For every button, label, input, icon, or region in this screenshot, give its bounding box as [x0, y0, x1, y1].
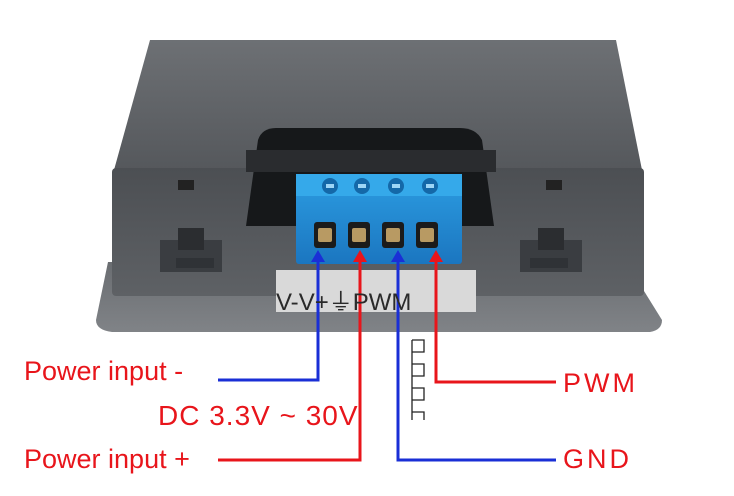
- terminal-plate-labels: V-V+⏚PWM: [276, 282, 476, 317]
- square-wave-icon: [411, 339, 425, 420]
- wire-gnd: [396, 258, 556, 462]
- terminal-label-plate: [276, 270, 476, 312]
- callout-power-input-minus: Power input -: [24, 356, 184, 386]
- wire-v-plus: [218, 258, 362, 462]
- ground-icon: ⏚: [328, 289, 353, 316]
- callout-gnd: GND: [563, 444, 632, 474]
- callout-pwm: PWM: [563, 368, 638, 398]
- plate-label-v-minus: V-: [276, 289, 299, 316]
- callout-dc-range: DC 3.3V ~ 30V: [158, 400, 359, 431]
- arrow-v-minus: [311, 250, 325, 262]
- arrow-pwm: [429, 250, 443, 262]
- plate-label-v-plus: V+: [298, 289, 329, 316]
- wire-v-minus: [218, 258, 320, 382]
- housing-top: [114, 40, 642, 170]
- arrow-v-plus: [353, 250, 367, 262]
- wire-pwm: [434, 258, 556, 384]
- right-mounting-slot: [520, 180, 582, 272]
- plate-label-pwm: PWM: [352, 289, 412, 316]
- terminal-block: [296, 174, 462, 264]
- arrow-gnd: [391, 250, 405, 262]
- left-mounting-slot: [160, 180, 222, 272]
- callout-power-input-plus: Power input +: [24, 444, 190, 474]
